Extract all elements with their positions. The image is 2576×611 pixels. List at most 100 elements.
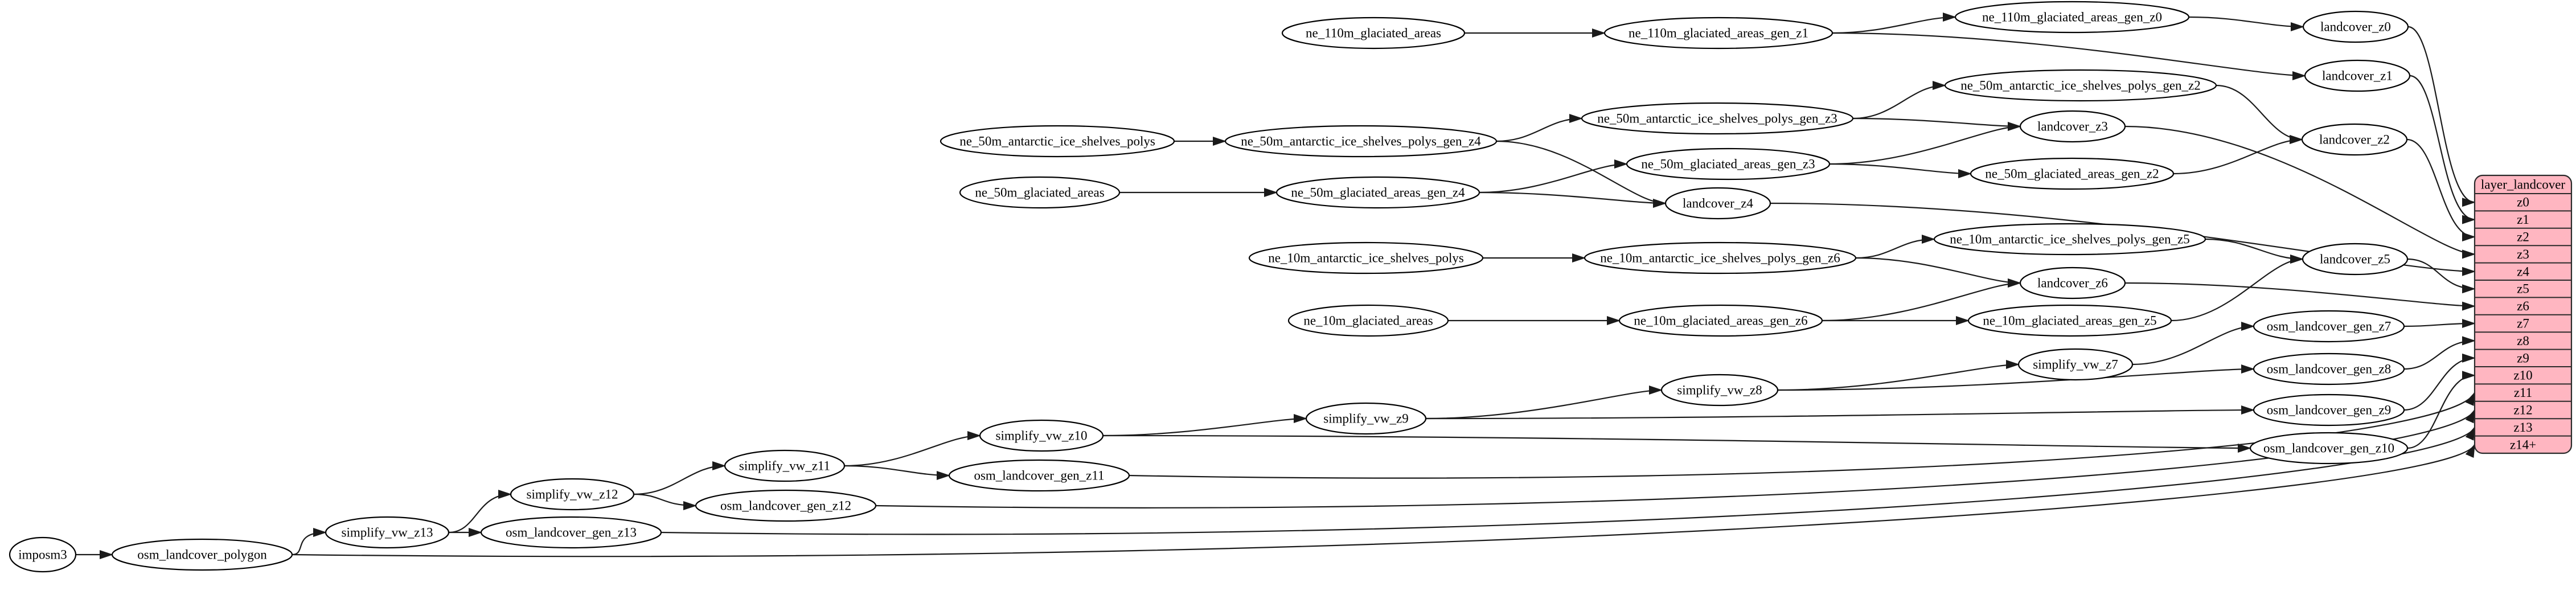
edge-ne_10m_antarctic_ice_shelves_polys_gen_z6-to-ne_10m_antarctic_ice_shelves_polys_gen_z5 xyxy=(1855,235,1935,259)
node-shape-simplify_vw_z12 xyxy=(510,478,635,511)
node-shape-ne_110m_glaciated_areas_gen_z0 xyxy=(1954,1,2190,34)
node-ne_50m_antarctic_ice_shelves_polys_gen_z2: ne_50m_antarctic_ice_shelves_polys_gen_z… xyxy=(1944,69,2217,102)
table-row-z13: z13 xyxy=(2513,420,2532,434)
edge-landcover_z6-to-z6 xyxy=(2124,282,2476,311)
edge-osm_landcover_polygon-to-z14+ xyxy=(292,443,2475,557)
node-label-ne_50m_antarctic_ice_shelves_polys_gen_z3: ne_50m_antarctic_ice_shelves_polys_gen_z… xyxy=(1597,112,1837,126)
node-shape-osm_landcover_gen_z10 xyxy=(2249,432,2409,465)
node-shape-ne_10m_glaciated_areas_gen_z5 xyxy=(1967,304,2172,337)
node-osm_landcover_gen_z11: osm_landcover_gen_z11 xyxy=(948,459,1130,492)
node-label-imposm3: imposm3 xyxy=(18,548,67,562)
table-row-z8: z8 xyxy=(2517,334,2529,348)
node-shape-ne_50m_antarctic_ice_shelves_polys_gen_z3 xyxy=(1581,102,1854,135)
edge-simplify_vw_z9-to-osm_landcover_gen_z9 xyxy=(1425,405,2255,420)
node-shape-ne_50m_glaciated_areas_gen_z3 xyxy=(1626,147,1831,181)
edge-ne_50m_antarctic_ice_shelves_polys_gen_z4-to-landcover_z4 xyxy=(1496,140,1667,208)
node-shape-osm_landcover_gen_z13 xyxy=(480,516,662,549)
edge-simplify_vw_z10-to-osm_landcover_gen_z10 xyxy=(1102,434,2251,453)
edge-osm_landcover_gen_z8-to-z8 xyxy=(2403,336,2476,370)
node-ne_50m_glaciated_areas_gen_z4: ne_50m_glaciated_areas_gen_z4 xyxy=(1275,176,1480,209)
edge-ne_10m_antarctic_ice_shelves_polys_gen_z5-to-landcover_z5 xyxy=(2205,238,2304,264)
node-shape-ne_10m_glaciated_areas_gen_z6 xyxy=(1618,304,1823,337)
node-ne_50m_glaciated_areas_gen_z2: ne_50m_glaciated_areas_gen_z2 xyxy=(1970,157,2175,190)
node-imposm3: imposm3 xyxy=(9,536,77,573)
table-row-z6: z6 xyxy=(2517,299,2529,313)
node-ne_50m_glaciated_areas: ne_50m_glaciated_areas xyxy=(959,176,1121,209)
edge-ne_50m_antarctic_ice_shelves_polys_gen_z2-to-landcover_z2 xyxy=(2216,84,2303,144)
node-landcover_z3: landcover_z3 xyxy=(2019,110,2126,143)
edge-ne_110m_glaciated_areas_gen_z0-to-landcover_z0 xyxy=(2188,16,2304,31)
node-osm_landcover_gen_z12: osm_landcover_gen_z12 xyxy=(695,489,877,522)
node-ne_10m_glaciated_areas_gen_z5: ne_10m_glaciated_areas_gen_z5 xyxy=(1967,304,2172,337)
node-shape-landcover_z4 xyxy=(1664,187,1771,220)
node-shape-ne_10m_antarctic_ice_shelves_polys_gen_z6 xyxy=(1584,241,1857,274)
node-label-simplify_vw_z7: simplify_vw_z7 xyxy=(2033,358,2118,372)
edge-osm_landcover_gen_z12-to-z12 xyxy=(875,409,2476,509)
edge-ne_50m_antarctic_ice_shelves_polys_gen_z3-to-landcover_z3 xyxy=(1852,117,2021,131)
node-shape-ne_10m_glaciated_areas xyxy=(1287,304,1449,337)
node-label-osm_landcover_gen_z10: osm_landcover_gen_z10 xyxy=(2263,441,2394,456)
edge-simplify_vw_z7-to-osm_landcover_gen_z7 xyxy=(2132,322,2255,366)
node-label-simplify_vw_z10: simplify_vw_z10 xyxy=(996,429,1088,443)
node-osm_landcover_gen_z7: osm_landcover_gen_z7 xyxy=(2253,310,2405,343)
node-shape-osm_landcover_polygon xyxy=(111,538,293,571)
edge-landcover_z5-to-z5 xyxy=(2407,258,2476,294)
table-row-z2: z2 xyxy=(2517,230,2529,244)
node-label-ne_110m_glaciated_areas: ne_110m_glaciated_areas xyxy=(1306,26,1441,40)
node-shape-ne_50m_antarctic_ice_shelves_polys_gen_z2 xyxy=(1944,69,2217,102)
node-shape-ne_10m_antarctic_ice_shelves_polys xyxy=(1248,241,1484,274)
node-label-ne_50m_antarctic_ice_shelves_polys_gen_z4: ne_50m_antarctic_ice_shelves_polys_gen_z… xyxy=(1241,134,1481,149)
node-shape-ne_10m_antarctic_ice_shelves_polys_gen_z5 xyxy=(1933,223,2206,256)
edge-landcover_z3-to-z3 xyxy=(2124,125,2476,259)
node-landcover_z0: landcover_z0 xyxy=(2302,10,2409,43)
edge-ne_50m_antarctic_ice_shelves_polys_gen_z3-to-ne_50m_antarctic_ice_shelves_polys_gen_z2 xyxy=(1852,81,1946,120)
node-landcover_z1: landcover_z1 xyxy=(2304,59,2411,92)
table-row-z12: z12 xyxy=(2513,403,2532,417)
table-row-z7: z7 xyxy=(2517,317,2529,331)
node-shape-simplify_vw_z13 xyxy=(325,516,450,549)
node-osm_landcover_gen_z9: osm_landcover_gen_z9 xyxy=(2253,393,2405,427)
node-ne_110m_glaciated_areas_gen_z1: ne_110m_glaciated_areas_gen_z1 xyxy=(1603,17,1833,50)
node-label-simplify_vw_z12: simplify_vw_z12 xyxy=(527,487,618,502)
node-shape-simplify_vw_z10 xyxy=(979,419,1104,452)
node-label-ne_50m_antarctic_ice_shelves_polys_gen_z2: ne_50m_antarctic_ice_shelves_polys_gen_z… xyxy=(1960,79,2201,93)
node-shape-simplify_vw_z11 xyxy=(724,449,846,482)
node-osm_landcover_gen_z8: osm_landcover_gen_z8 xyxy=(2253,352,2405,386)
edge-ne_10m_antarctic_ice_shelves_polys_gen_z6-to-landcover_z6 xyxy=(1855,257,2021,288)
edge-osm_landcover_polygon-to-simplify_vw_z13 xyxy=(292,528,327,556)
table-row-z0: z0 xyxy=(2517,195,2529,210)
table-row-z3: z3 xyxy=(2517,247,2529,261)
node-shape-osm_landcover_gen_z9 xyxy=(2253,393,2405,427)
node-shape-ne_50m_antarctic_ice_shelves_polys xyxy=(940,125,1175,158)
node-shape-osm_landcover_gen_z12 xyxy=(695,489,877,522)
node-ne_50m_glaciated_areas_gen_z3: ne_50m_glaciated_areas_gen_z3 xyxy=(1626,147,1831,181)
node-shape-simplify_vw_z8 xyxy=(1660,374,1779,407)
node-landcover_z6: landcover_z6 xyxy=(2019,266,2126,300)
node-landcover_z2: landcover_z2 xyxy=(2301,123,2408,156)
node-label-ne_110m_glaciated_areas_gen_z1: ne_110m_glaciated_areas_gen_z1 xyxy=(1629,26,1808,40)
edge-osm_landcover_gen_z9-to-z9 xyxy=(2403,353,2476,411)
edge-ne_50m_glaciated_areas_gen_z2-to-landcover_z2 xyxy=(2173,135,2303,175)
node-shape-simplify_vw_z9 xyxy=(1305,402,1427,435)
node-label-simplify_vw_z8: simplify_vw_z8 xyxy=(1677,383,1762,397)
node-shape-ne_50m_antarctic_ice_shelves_polys_gen_z4 xyxy=(1224,125,1498,158)
node-label-landcover_z6: landcover_z6 xyxy=(2037,276,2108,290)
node-shape-osm_landcover_gen_z8 xyxy=(2253,352,2405,386)
edge-ne_50m_glaciated_areas_gen_z4-to-landcover_z4 xyxy=(1479,191,1667,208)
node-label-landcover_z1: landcover_z1 xyxy=(2322,69,2393,83)
node-shape-landcover_z0 xyxy=(2302,10,2409,43)
node-label-osm_landcover_gen_z11: osm_landcover_gen_z11 xyxy=(974,469,1104,483)
node-shape-landcover_z2 xyxy=(2301,123,2408,156)
edge-osm_landcover_gen_z10-to-z10 xyxy=(2407,371,2476,449)
node-ne_50m_antarctic_ice_shelves_polys_gen_z4: ne_50m_antarctic_ice_shelves_polys_gen_z… xyxy=(1224,125,1498,158)
edge-ne_50m_antarctic_ice_shelves_polys_gen_z4-to-ne_50m_antarctic_ice_shelves_polys_gen_z3 xyxy=(1496,114,1583,142)
node-label-landcover_z3: landcover_z3 xyxy=(2037,120,2108,134)
table-row-z9: z9 xyxy=(2517,351,2529,365)
node-shape-ne_110m_glaciated_areas xyxy=(1281,17,1466,50)
edge-simplify_vw_z9-to-simplify_vw_z8 xyxy=(1425,386,1663,420)
table-row-z1: z1 xyxy=(2517,212,2529,227)
node-label-ne_50m_antarctic_ice_shelves_polys: ne_50m_antarctic_ice_shelves_polys xyxy=(959,134,1155,149)
edge-simplify_vw_z11-to-osm_landcover_gen_z11 xyxy=(844,465,950,480)
node-osm_landcover_gen_z13: osm_landcover_gen_z13 xyxy=(480,516,662,549)
